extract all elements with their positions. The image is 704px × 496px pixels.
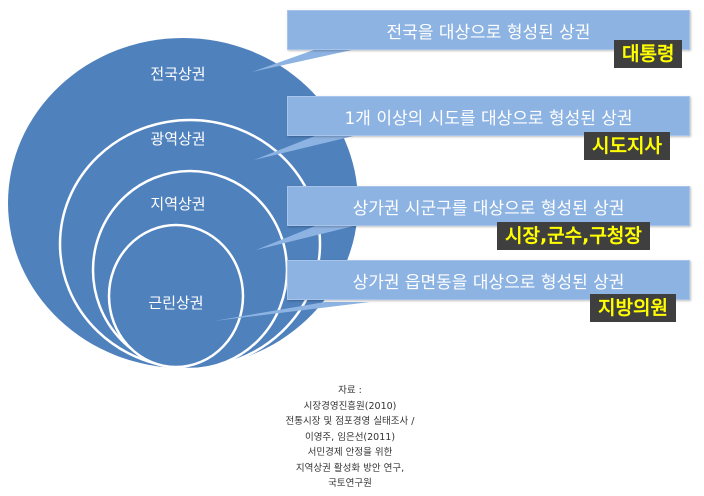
tag-mayor: 시장,군수,구청장 bbox=[497, 222, 650, 250]
callout-pointer-2 bbox=[254, 132, 370, 160]
callout-neighborhood: 상가권 읍면동을 대상으로 형성된 상권 bbox=[287, 260, 690, 300]
tag-councilor: 지방의원 bbox=[590, 294, 676, 322]
source-citation: 자료 : 시장경영진흥원(2010) 전통시장 및 점포경영 실태조사 / 이영… bbox=[250, 383, 450, 492]
callout-regional: 1개 이상의 시도를 대상으로 형성된 상권 bbox=[287, 96, 690, 136]
ring-label-neighborhood: 근린상권 bbox=[148, 294, 204, 312]
tag-president: 대통령 bbox=[614, 40, 683, 68]
callout-pointer-3 bbox=[256, 222, 370, 250]
callout-pointer-1 bbox=[252, 46, 370, 72]
source-line: 서민경제 안정을 위한 bbox=[307, 447, 393, 458]
ring-label-district: 지역상권 bbox=[150, 195, 206, 213]
concentric-circles bbox=[8, 38, 370, 371]
source-line: 자료 : bbox=[338, 385, 362, 396]
market-area-diagram: 전국상권 광역상권 지역상권 근린상권 전국을 대상으로 형성된 상권 대통령 … bbox=[8, 10, 690, 371]
ring-label-regional: 광역상권 bbox=[150, 130, 206, 148]
source-line: 전통시장 및 점포경영 실태조사 / bbox=[285, 416, 415, 427]
circle-neighborhood bbox=[107, 223, 245, 369]
source-line: 국토연구원 bbox=[328, 478, 372, 489]
source-line: 시장경영진흥원(2010) bbox=[303, 400, 397, 412]
source-line: 이영주, 임은선(2011) bbox=[304, 431, 396, 443]
tag-governor: 시도지사 bbox=[584, 132, 670, 160]
source-line: 지역상권 활성화 방안 연구, bbox=[295, 462, 405, 474]
callout-district: 상가권 시군구를 대상으로 형성된 상권 bbox=[287, 186, 690, 226]
callout-pointer-4 bbox=[214, 302, 370, 321]
ring-label-national: 전국상권 bbox=[150, 65, 206, 83]
